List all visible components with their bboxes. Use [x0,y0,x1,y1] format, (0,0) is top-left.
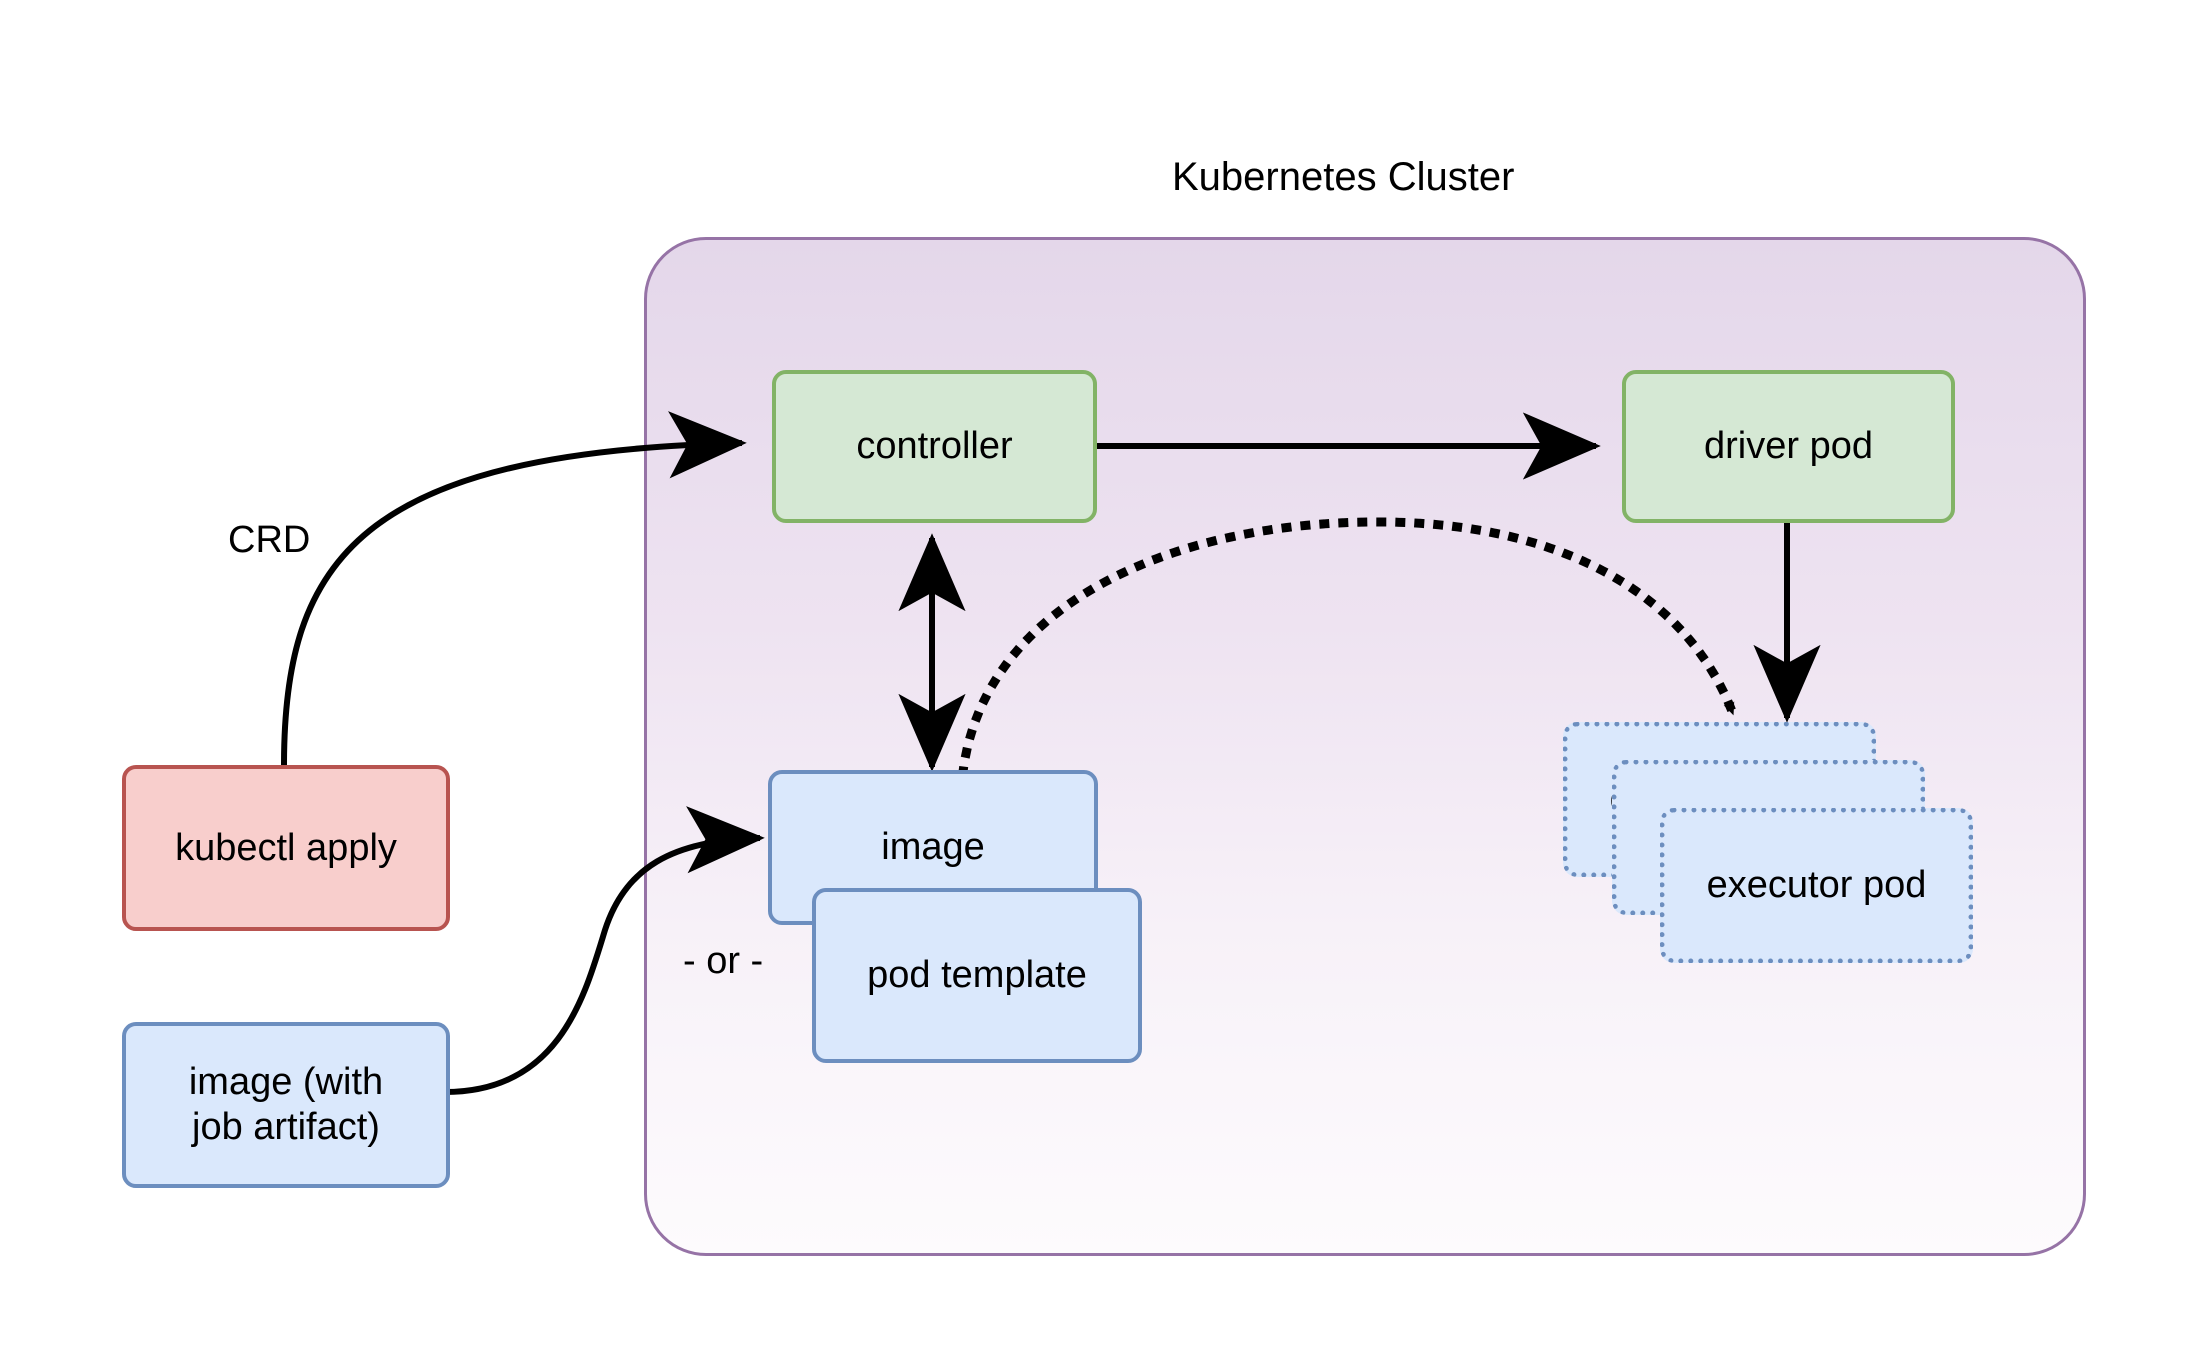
node-driver-pod[interactable]: driver pod [1622,370,1955,523]
node-pod-template[interactable]: pod template [812,888,1142,1063]
cluster-title: Kubernetes Cluster [1172,155,1515,199]
node-kubectl-apply[interactable]: kubectl apply [122,765,450,931]
pod-template-label: pod template [867,954,1087,997]
kubectl-apply-label: kubectl apply [175,826,397,869]
controller-label: controller [856,425,1013,468]
executor-pod-front[interactable]: executor pod [1660,808,1973,963]
node-controller[interactable]: controller [772,370,1097,523]
edge-label-crd: CRD [228,519,311,561]
image-with-job-artifact-label: image (with job artifact) [188,1061,384,1148]
driver-pod-label: driver pod [1704,425,1873,468]
edge-label-or: - or - [683,940,764,982]
node-image-with-job-artifact[interactable]: image (with job artifact) [122,1022,450,1188]
image-label: image [881,826,985,869]
executor-pod-front-label: executor pod [1706,864,1927,907]
